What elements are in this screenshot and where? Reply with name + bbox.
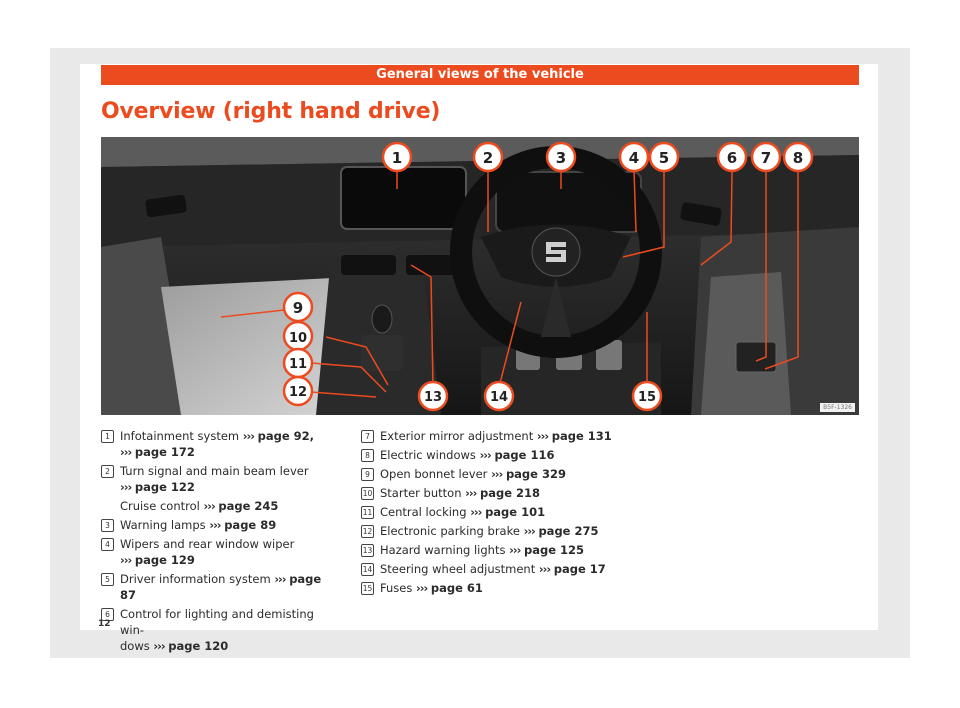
legend-item-14: 14 Steering wheel adjustment ››› page 17 bbox=[361, 562, 606, 576]
legend-item-3: 3 Warning lamps ››› page 89 bbox=[101, 517, 331, 533]
callout-4: 4 bbox=[629, 149, 639, 167]
legend-item-7: 7 Exterior mirror adjustment ››› page 13… bbox=[361, 428, 641, 444]
callout-12: 12 bbox=[289, 385, 307, 400]
legend-left: 1 Infotainment system ››› page 92, ››› p… bbox=[101, 428, 331, 657]
legend-item-6: 6 Control for lighting and demisting win… bbox=[101, 606, 331, 654]
callout-2: 2 bbox=[483, 149, 493, 167]
legend-item-10: 10 Starter button ››› page 218 bbox=[361, 486, 541, 500]
callout-7: 7 bbox=[761, 149, 771, 167]
legend-item-9: 9 Open bonnet lever ››› page 329 bbox=[361, 466, 641, 482]
callout-6: 6 bbox=[727, 149, 737, 167]
callout-3: 3 bbox=[556, 149, 566, 167]
callout-14: 14 bbox=[490, 390, 508, 405]
legend-item-4: 4 Wipers and rear window wiper ››› page … bbox=[101, 536, 331, 568]
legend-item-13: 13 Hazard warning lights ››› page 125 bbox=[361, 543, 585, 557]
page-title: Overview (right hand drive) bbox=[101, 99, 441, 124]
callout-13: 13 bbox=[424, 390, 442, 405]
legend-item-2-sub: Cruise control ››› page 245 bbox=[120, 499, 279, 513]
legend-item-12: 12 Electronic parking brake ››› page 275 bbox=[361, 524, 599, 538]
dashboard-illustration: 1 2 3 4 5 6 7 8 9 10 11 12 13 1 bbox=[101, 137, 859, 415]
legend-item-8: 8 Electric windows ››› page 116 bbox=[361, 447, 641, 463]
callout-8: 8 bbox=[793, 149, 803, 167]
callout-9: 9 bbox=[293, 299, 303, 317]
image-code: B5F-1326 bbox=[820, 403, 855, 412]
callout-1: 1 bbox=[392, 149, 402, 167]
page-number: 12 bbox=[98, 619, 111, 629]
legend-right: 7 Exterior mirror adjustment ››› page 13… bbox=[361, 428, 641, 599]
legend-item-2: 2 Turn signal and main beam lever ››› pa… bbox=[101, 463, 331, 495]
legend-item-5: 5 Driver information system ››› page 87 bbox=[101, 571, 331, 603]
callout-10: 10 bbox=[289, 331, 307, 346]
legend-item-11: 11 Central locking ››› page 101 bbox=[361, 505, 546, 519]
section-header-bar: General views of the vehicle bbox=[101, 65, 859, 85]
dashboard-photo: 1 2 3 4 5 6 7 8 9 10 11 12 13 1 bbox=[101, 137, 859, 415]
legend-item-15: 15 Fuses ››› page 61 bbox=[361, 581, 483, 595]
legend-item-1: 1 Infotainment system ››› page 92, ››› p… bbox=[101, 428, 331, 460]
callout-5: 5 bbox=[659, 149, 669, 167]
callout-15: 15 bbox=[638, 390, 656, 405]
callout-11: 11 bbox=[289, 357, 307, 372]
